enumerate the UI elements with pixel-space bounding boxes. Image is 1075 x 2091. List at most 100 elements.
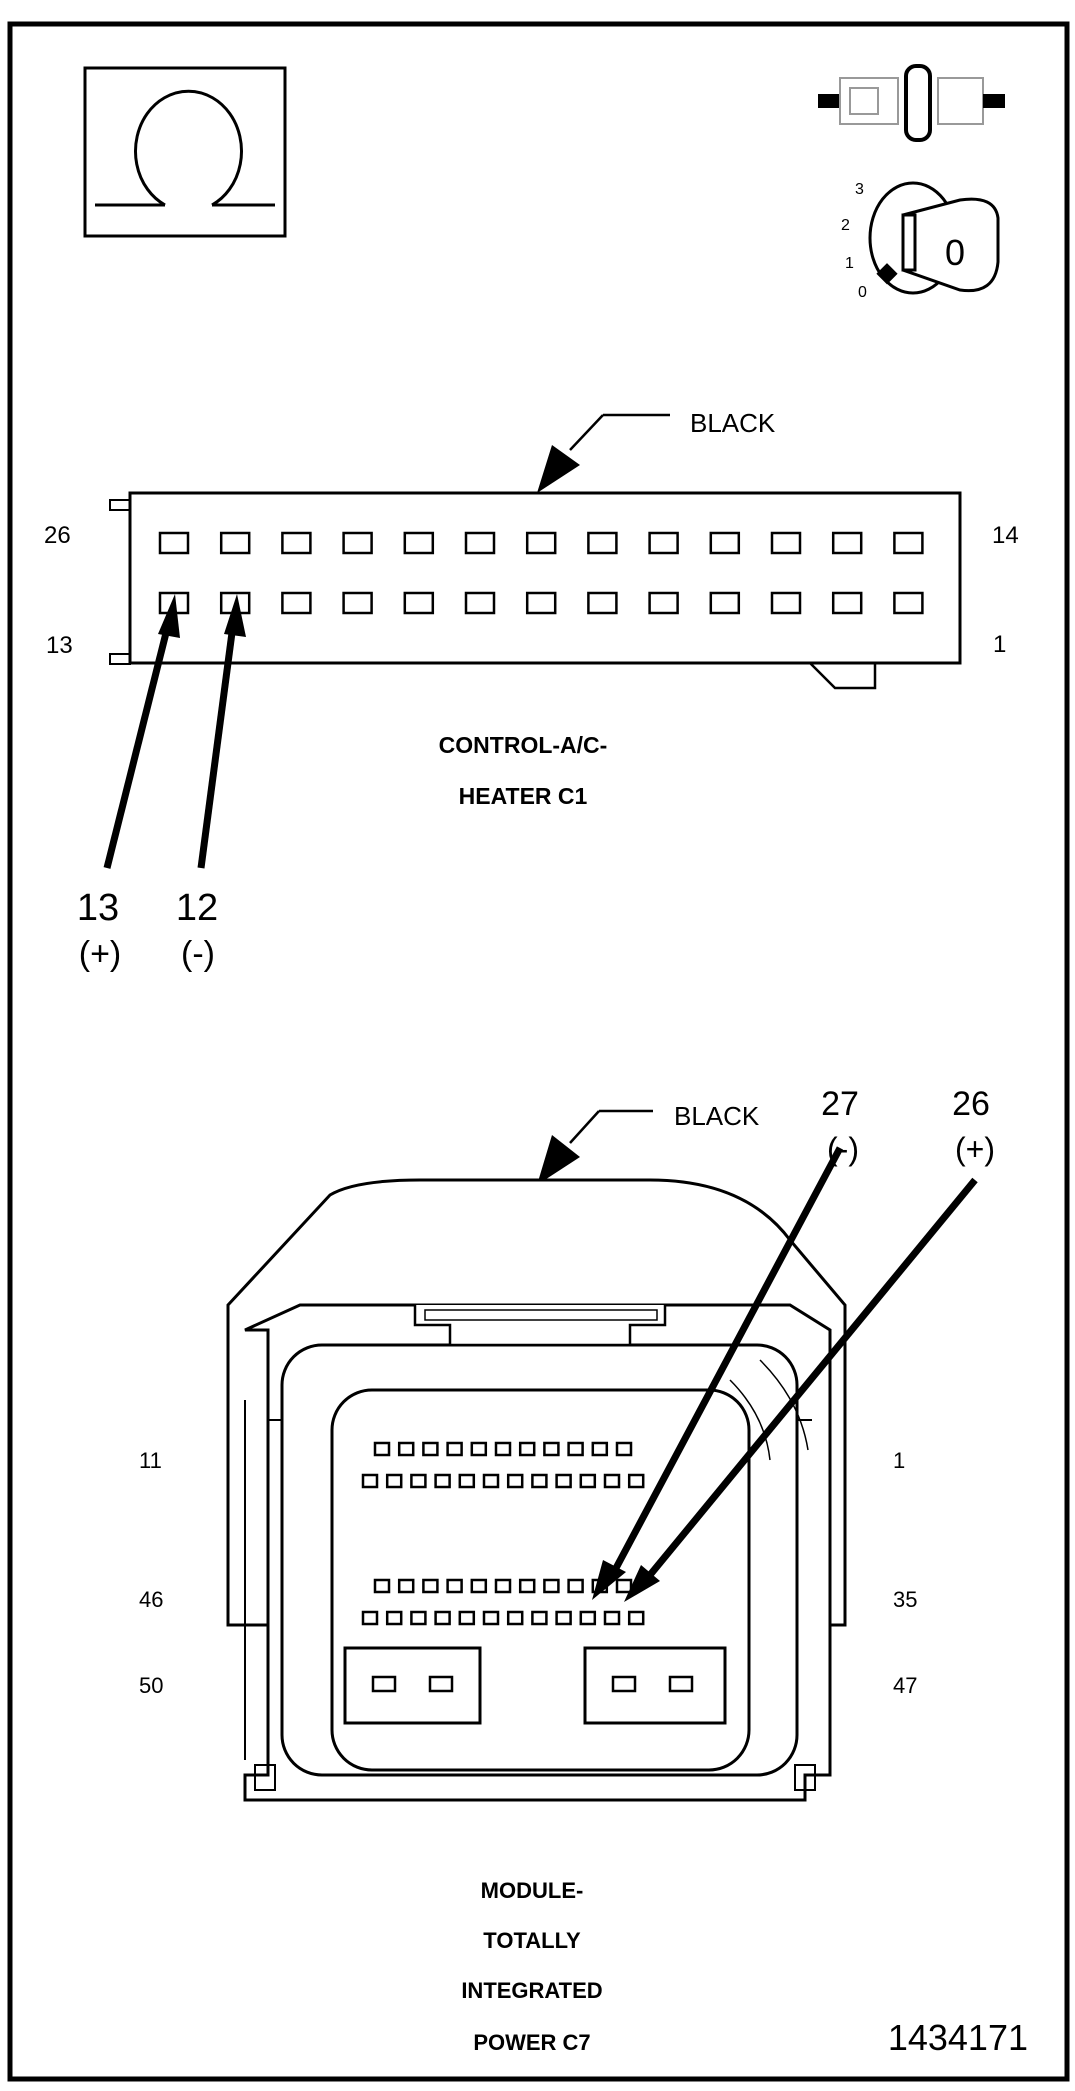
c1-probe-pin-12: 12 (176, 887, 218, 929)
c7-pin-cavity (422, 1578, 439, 1594)
c1-pin-cavity (342, 591, 373, 615)
c1-title-line1: CONTROL-A/C- (439, 732, 608, 758)
c7-probe-polarity-26: (+) (955, 1131, 995, 1167)
c1-probe-polarity-13: (+) (79, 935, 122, 973)
c7-pin-cavity (434, 1473, 451, 1489)
c7-title-line4: POWER C7 (473, 2030, 590, 2055)
c1-pin-cavity (648, 591, 679, 615)
ignition-key-icon: 3 2 1 0 0 (841, 181, 1000, 301)
c7-color-label: BLACK (674, 1101, 760, 1131)
c7-title-line1: MODULE- (481, 1878, 584, 1903)
c7-pin-cavity (603, 1473, 621, 1489)
c1-housing (128, 491, 962, 665)
ignition-position-0: 0 (858, 284, 867, 301)
c7-pin-cavity (361, 1610, 379, 1626)
c7-pin-cavity (494, 1578, 512, 1594)
c7-pin-cavity (627, 1610, 645, 1626)
c1-pin-cavity (770, 591, 802, 615)
c1-pin-cavity (464, 531, 496, 555)
c7-pin-cavity (385, 1473, 403, 1489)
c7-title-line2: TOTALLY (483, 1928, 581, 1953)
c7-pin-cavity (373, 1441, 391, 1457)
c7-pin-cavity (410, 1473, 427, 1489)
c7-pin-cavity (531, 1610, 548, 1626)
connector-c1: BLACK 26 13 14 1 CONTROL-A/C- HEATER C1 … (44, 408, 1019, 973)
c1-probe-arrow-13 (158, 594, 180, 638)
c1-pin-cavity (158, 531, 190, 555)
c7-pin-cavity (446, 1578, 463, 1594)
c7-pin-cavity (543, 1441, 560, 1457)
c1-pin-cavity (648, 531, 679, 555)
c7-pin-cavity (470, 1441, 488, 1457)
c1-label-right-top: 14 (992, 522, 1019, 549)
connector-c7: BLACK 11 46 50 1 35 47 (139, 1085, 995, 2055)
c7-label-left-11: 11 (139, 1448, 162, 1473)
c7-pin-cavity (627, 1473, 645, 1489)
c7-pin-cavity (494, 1441, 512, 1457)
c7-pin-cavity (543, 1578, 560, 1594)
ignition-position-3: 3 (855, 181, 864, 198)
c7-probe-pin-26: 26 (952, 1085, 990, 1123)
c7-pin-cavity (361, 1473, 379, 1489)
c1-probe-arrow-12 (224, 594, 246, 637)
c7-pin-cavity (385, 1610, 403, 1626)
c7-pin-cavity (446, 1441, 463, 1457)
c1-probe-pin-13: 13 (77, 887, 119, 929)
c7-probe-arrow-26 (624, 1565, 660, 1602)
c1-pin-cavity (893, 591, 924, 615)
c7-pin-cavity (458, 1473, 476, 1489)
c1-label-right-bottom: 1 (993, 631, 1006, 658)
c1-label-left-bottom: 13 (46, 632, 73, 659)
c7-pin-cavity (579, 1610, 597, 1626)
c7-power-block-right (583, 1646, 727, 1725)
c1-probe-polarity-12: (-) (181, 935, 215, 973)
c7-label-right-1: 1 (893, 1448, 905, 1473)
c7-pin-cavity (506, 1610, 524, 1626)
c7-probe-polarity-27: (-) (827, 1131, 859, 1167)
c1-color-label: BLACK (690, 408, 776, 438)
c7-title-line3: INTEGRATED (461, 1978, 602, 2003)
c1-pin-cavity (403, 531, 435, 555)
c7-pin-cavity (434, 1610, 451, 1626)
c1-pin-field (158, 531, 924, 615)
c7-pin-cavity (482, 1610, 500, 1626)
c1-label-left-top: 26 (44, 522, 71, 549)
c1-pin-cavity (525, 531, 557, 555)
c7-pin-field (361, 1441, 645, 1626)
c7-pin-cavity (518, 1441, 536, 1457)
c7-probe-arrow-27 (592, 1560, 626, 1600)
c7-label-right-35: 35 (893, 1587, 917, 1612)
figure-number: 1434171 (888, 2017, 1028, 2058)
c7-pin-cavity (555, 1473, 572, 1489)
c7-pin-cavity (567, 1578, 584, 1594)
c1-title-line2: HEATER C1 (459, 783, 588, 809)
c7-label-left-50: 50 (139, 1673, 163, 1698)
c1-pin-cavity (342, 531, 373, 555)
c1-pin-cavity (893, 531, 924, 555)
c7-pin-cavity (506, 1473, 524, 1489)
ignition-position-2: 2 (841, 217, 850, 234)
c7-pin-cavity (410, 1610, 427, 1626)
ignition-key-label: 0 (945, 232, 965, 273)
c1-pin-cavity (281, 591, 312, 615)
c1-pin-cavity (403, 591, 435, 615)
ohm-icon (83, 66, 287, 238)
c1-pin-cavity (525, 591, 557, 615)
c1-pin-cavity (831, 591, 863, 615)
c7-pin-cavity (373, 1578, 391, 1594)
c7-probe-pin-27: 27 (821, 1085, 859, 1123)
c7-color-arrow (537, 1135, 580, 1185)
c7-pin-cavity (579, 1473, 597, 1489)
c1-pin-cavity (831, 531, 863, 555)
disconnected-connector-icon (818, 64, 1005, 142)
c7-label-left-46: 46 (139, 1587, 163, 1612)
c7-pin-cavity (470, 1578, 488, 1594)
c1-pin-cavity (281, 531, 312, 555)
c1-pin-cavity (587, 531, 618, 555)
ignition-position-1: 1 (845, 255, 854, 272)
c1-pin-cavity (709, 531, 741, 555)
c7-pin-cavity (567, 1441, 584, 1457)
c7-pin-cavity (397, 1441, 415, 1457)
c7-label-right-47: 47 (893, 1673, 917, 1698)
